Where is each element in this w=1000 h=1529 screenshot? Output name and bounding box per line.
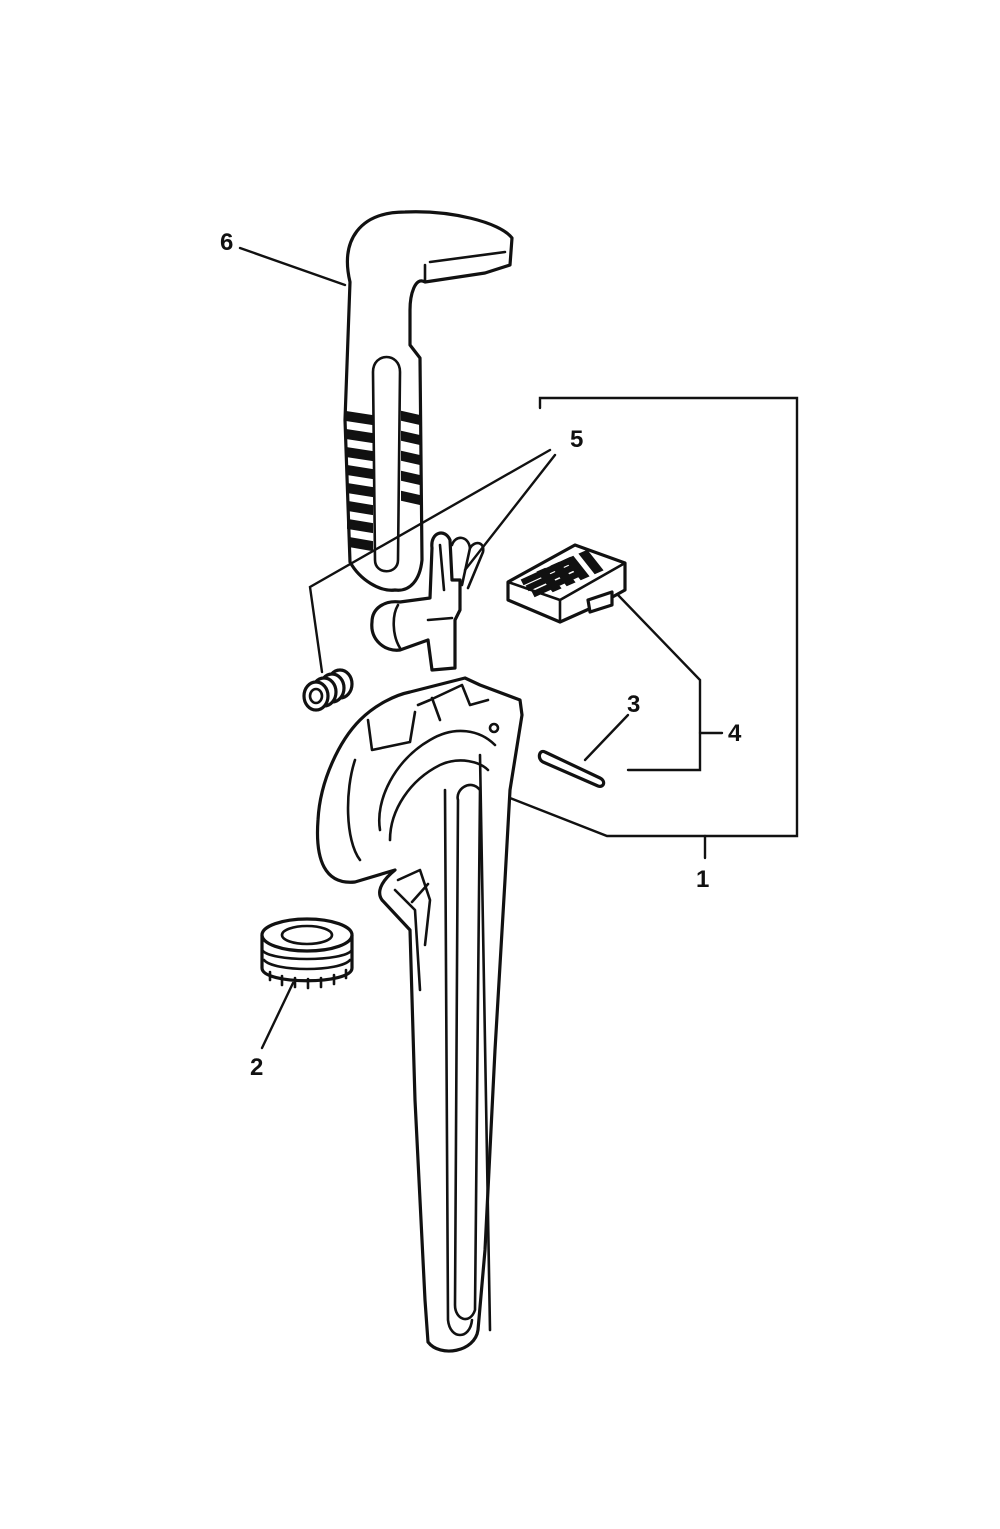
leader-lines: [238, 246, 799, 1050]
leader-5a: [308, 448, 552, 674]
hook-jaw-threads: [345, 410, 421, 552]
callout-2: 2: [250, 1054, 263, 1081]
coil-spring: [302, 668, 354, 712]
leader-2: [260, 981, 295, 1050]
callout-6: 6: [220, 229, 233, 256]
callouts: 6 5 3 4 1 2: [220, 229, 742, 1081]
callout-1: 1: [696, 866, 709, 893]
spring-clip: [370, 531, 485, 672]
heel-jaw-teeth: [520, 549, 604, 598]
adjusting-nut: [260, 917, 354, 990]
leader-3: [583, 713, 630, 762]
heel-jaw: [506, 543, 627, 624]
leader-5b: [463, 453, 557, 572]
bracket-1: [508, 396, 799, 838]
callout-3: 3: [627, 691, 640, 718]
leader-6: [238, 246, 347, 287]
callout-5: 5: [570, 426, 583, 453]
bracket-4: [616, 593, 702, 772]
callout-4: 4: [728, 720, 742, 747]
pin: [537, 749, 606, 788]
wrench-housing: [315, 676, 524, 1353]
hook-jaw: [343, 210, 514, 592]
